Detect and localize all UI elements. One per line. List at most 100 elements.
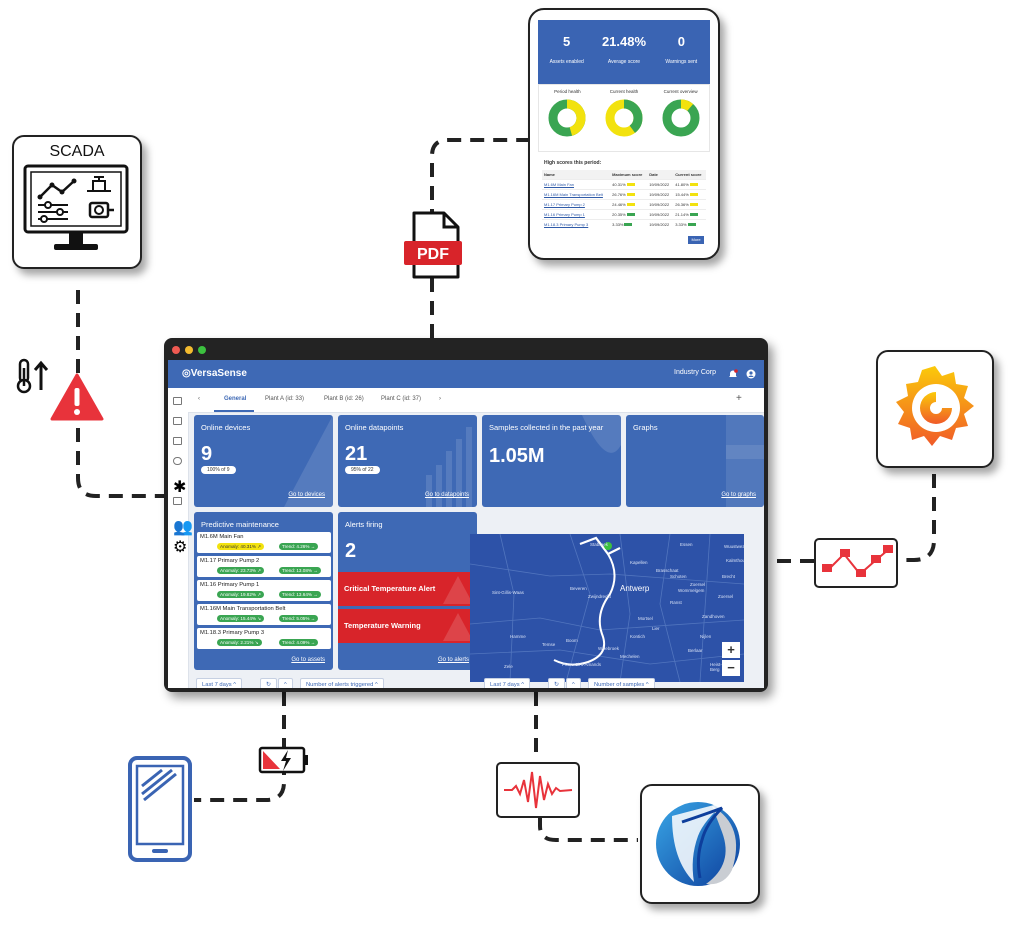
zoom-in-button[interactable]: + <box>722 642 740 658</box>
card-title: Graphs <box>633 423 658 432</box>
tab-plant-b[interactable]: Plant B (id: 26) <box>324 396 364 402</box>
bell-icon[interactable] <box>728 369 738 379</box>
time-range-select[interactable]: Last 7 days ^ <box>196 678 242 688</box>
score-bar <box>626 183 635 187</box>
asset-name: M1.6M Main Fan <box>200 534 244 540</box>
max-score-cell: 20.35% <box>610 209 648 220</box>
card-value: 21 <box>345 443 368 465</box>
date-cell: 19/09/2022 <box>647 219 674 229</box>
card-decoration <box>726 415 764 507</box>
smartphone-icon <box>128 756 192 862</box>
minimize-window-button[interactable] <box>185 346 193 354</box>
map-city-label: Kalmthout <box>726 558 744 563</box>
collapse-button[interactable]: ^ <box>566 678 581 688</box>
widgets-icon[interactable] <box>173 497 182 505</box>
report-chart-title: Current health <box>609 89 639 94</box>
map-city-label: Zoersel <box>718 594 734 599</box>
close-window-button[interactable] <box>172 346 180 354</box>
report-chart-title: Current overview <box>663 89 698 94</box>
organization-selector[interactable]: Industry Corp <box>674 369 717 376</box>
score-bar <box>689 213 698 217</box>
alert-item[interactable]: Critical Temperature Alert <box>338 572 477 606</box>
tab-plant-a[interactable]: Plant A (id: 33) <box>265 396 305 402</box>
asset-link[interactable]: M1.6M Main Fan <box>542 179 611 190</box>
asset-link[interactable]: M1.17 Primary Pump 2 <box>542 199 611 210</box>
collapse-button[interactable]: ^ <box>278 678 293 688</box>
user-avatar-icon[interactable] <box>746 369 756 379</box>
map-city-label: Berlaar <box>688 648 703 653</box>
asset-name: M1.18.3 Primary Pump 3 <box>200 630 265 636</box>
go-to-graphs-link[interactable]: Go to graphs <box>721 492 756 498</box>
go-to-datapoints-link[interactable]: Go to datapoints <box>424 492 469 498</box>
connector-scada <box>76 290 164 498</box>
card-title: Samples collected in the past year <box>489 423 604 432</box>
metric-label: Number of alerts triggered <box>306 682 374 688</box>
chart-icon[interactable] <box>173 417 182 425</box>
map-city-label: Brasschaat <box>656 568 679 573</box>
add-tab-button[interactable]: + <box>736 393 742 404</box>
document-icon[interactable] <box>173 437 182 445</box>
more-button[interactable]: More <box>688 236 704 244</box>
tabs-next-icon[interactable]: › <box>439 396 441 402</box>
go-to-devices-link[interactable]: Go to devices <box>288 492 325 498</box>
card-decoration <box>284 415 333 507</box>
asset-link[interactable]: M1.18.3 Primary Pump 3 <box>542 219 611 229</box>
metric-select[interactable]: Number of alerts triggered ^ <box>300 678 384 688</box>
trend-badge: Trend: 13.08% → <box>279 567 321 574</box>
current-score-cell: 21.14% <box>673 209 706 220</box>
brand-logo[interactable]: ◎VersaSense <box>182 368 247 379</box>
map-city-label: Essen <box>680 542 693 547</box>
dashboard: ◎VersaSense Industry Corp ✱ 👥 ⚙ ‹ Genera… <box>168 360 764 688</box>
score-bar <box>689 203 698 207</box>
tab-plant-c[interactable]: Plant C (id: 37) <box>381 396 422 402</box>
go-to-assets-link[interactable]: Go to assets <box>291 657 325 663</box>
asset-link[interactable]: M1.16 Primary Pump 1 <box>542 209 611 220</box>
maximo-logo-icon <box>656 802 740 886</box>
card-title: Online datapoints <box>345 423 404 432</box>
score-bar <box>626 193 635 197</box>
current-score-cell: 26.36% <box>673 199 706 210</box>
asset-link[interactable]: M1.16M Main Transportation Belt <box>542 189 611 200</box>
map-city-label: Nijlen <box>700 634 712 639</box>
donut-chart <box>548 99 586 137</box>
score-bar <box>624 223 633 227</box>
map-city-label: Wuustwezel <box>724 544 744 549</box>
metric-select[interactable]: Number of samples ^ <box>588 678 655 688</box>
go-to-alerts-link[interactable]: Go to alerts <box>437 657 469 663</box>
current-score-value: 41.80% <box>675 182 689 187</box>
grafana-logo-icon <box>896 366 974 446</box>
zoom-out-button[interactable]: − <box>722 660 740 676</box>
low-battery-icon <box>258 746 308 774</box>
dashboard-icon[interactable] <box>173 397 182 405</box>
refresh-button[interactable]: ↻ <box>260 678 277 688</box>
tabs-prev-icon[interactable]: ‹ <box>198 396 200 402</box>
users-icon[interactable]: 👥 <box>173 519 193 536</box>
card-decoration <box>426 427 472 507</box>
time-range-select[interactable]: Last 7 days ^ <box>484 678 530 688</box>
report-stat-value: 0 <box>677 34 685 49</box>
database-icon[interactable] <box>173 457 182 465</box>
asterisk-icon[interactable]: ✱ <box>173 479 187 496</box>
max-score-cell: 40.31% <box>610 179 648 190</box>
anomaly-badge: Anomaly: 2.21% ↘ <box>217 639 262 646</box>
maximize-window-button[interactable] <box>198 346 206 354</box>
table-header-row: Name Maximum score Date Current score <box>542 170 706 180</box>
report-stat-label: Assets enabled <box>549 59 584 65</box>
map-city-label: Mechelen <box>620 654 640 659</box>
refresh-button[interactable]: ↻ <box>548 678 565 688</box>
card-title: Predictive maintenance <box>201 520 279 529</box>
asset-name: M1.16 Primary Pump 1 <box>200 582 260 588</box>
settings-icon[interactable]: ⚙ <box>173 539 188 556</box>
tab-general[interactable]: General <box>224 396 247 402</box>
alert-item[interactable]: Temperature Warning <box>338 609 477 643</box>
score-bar <box>626 213 635 217</box>
card-value: 1.05M <box>489 445 545 467</box>
date-cell: 19/09/2022 <box>647 199 674 210</box>
